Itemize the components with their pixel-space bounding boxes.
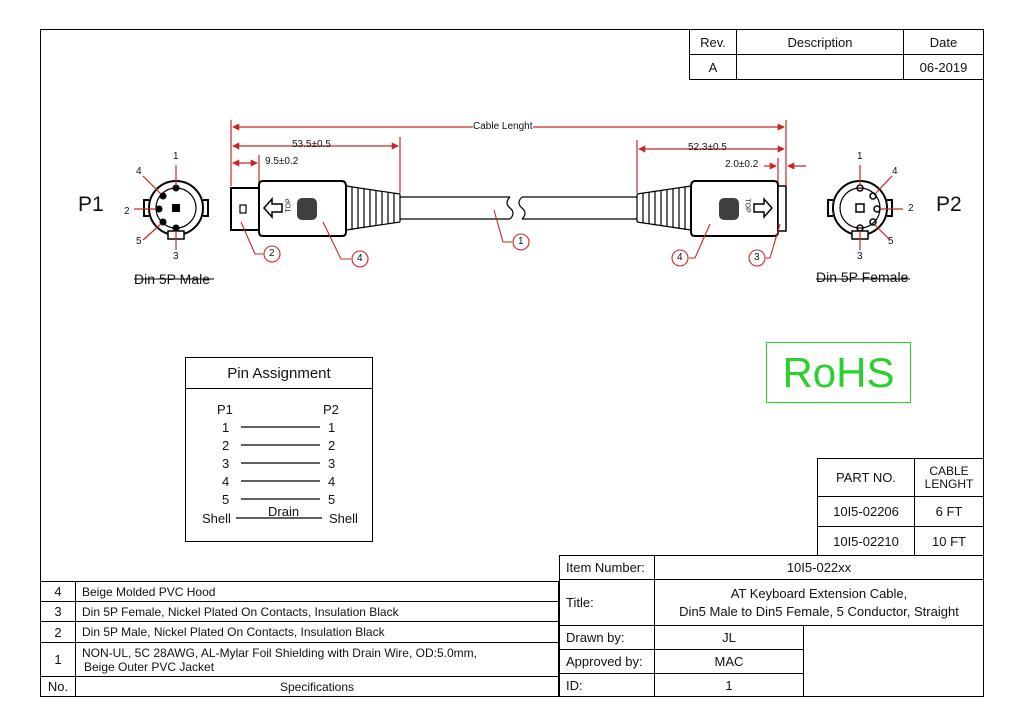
- spec-no: 2: [40, 621, 76, 643]
- drawing-frame: [40, 29, 984, 697]
- p1-pin-1-label: 1: [173, 151, 179, 162]
- right-overall-dimension: 52.3±0.5: [688, 142, 727, 153]
- spec-no: 3: [40, 601, 76, 622]
- p2-label: P2: [936, 193, 962, 216]
- p1-caption: Din 5P Male: [134, 271, 211, 287]
- shell-left: Shell: [202, 511, 231, 526]
- p1-pin-4-label: 4: [136, 166, 142, 177]
- specifications-table: 4 Beige Molded PVC Hood 3 Din 5P Female,…: [40, 581, 559, 697]
- callout-4-left: 4: [357, 253, 363, 264]
- title-block: Item Number: 10I5-022xx Title: AT Keyboa…: [559, 555, 984, 626]
- p1-pin-5-label: 5: [136, 236, 142, 247]
- part-no-header: PART NO.: [817, 458, 915, 497]
- pin-assignment-title: Pin Assignment: [186, 358, 372, 389]
- p2-pin-5-label: 5: [888, 236, 894, 247]
- drawn-by-value: JL: [654, 625, 804, 650]
- part-number-cell: 10I5-02206: [817, 496, 915, 527]
- p2-connector-face: [827, 165, 903, 250]
- right-plug: [636, 180, 787, 237]
- p1-label: P1: [78, 193, 104, 216]
- right-pin-dimension: 2.0±0.2: [725, 159, 759, 170]
- pin-row-left: 5: [222, 492, 230, 507]
- part-number-cell: 10I5-02210: [817, 526, 915, 556]
- p1-column-header: P1: [217, 402, 233, 417]
- p2-pin-4-label: 4: [892, 166, 898, 177]
- item-number-value: 10I5-022xx: [654, 555, 984, 580]
- p1-connector-face: [134, 165, 209, 250]
- pin-wires: [236, 426, 322, 519]
- pin-row-right: 1: [328, 420, 336, 435]
- id-label: ID:: [559, 673, 655, 697]
- date-value: 06-2019: [903, 54, 984, 80]
- revision-table: Rev. Description Date A 06-2019: [689, 29, 984, 80]
- spec-text: Beige Molded PVC Hood: [75, 581, 559, 602]
- p1-pin-2-label: 2: [124, 206, 130, 217]
- pin-row-right: 4: [328, 474, 336, 489]
- date-header: Date: [903, 29, 984, 55]
- cable: [400, 196, 637, 220]
- pin-row-left: 3: [222, 456, 230, 471]
- right-top-mark: TOP: [743, 198, 751, 213]
- p2-caption: Din 5P Female: [816, 269, 909, 285]
- spec-no-header: No.: [40, 676, 76, 697]
- specifications-header: Specifications: [75, 676, 559, 697]
- pin-row-right: 5: [328, 492, 336, 507]
- p2-pin-2-label: 2: [908, 203, 914, 214]
- title-line-2: Din5 Male to Din5 Female, 5 Conductor, S…: [679, 603, 959, 619]
- id-value: 1: [654, 673, 804, 697]
- p2-pin-1-label: 1: [857, 151, 863, 162]
- approved-by-value: MAC: [654, 649, 804, 674]
- length-cell: 6 FT: [914, 496, 984, 527]
- dimension-lines: [230, 120, 806, 193]
- approved-by-label: Approved by:: [559, 649, 655, 674]
- cable-length-dimension: Cable Lenght: [473, 121, 533, 132]
- pin-row-left: 4: [222, 474, 230, 489]
- rev-value: A: [689, 54, 737, 80]
- spec-text-continued: Beige Outer PVC Jacket: [84, 659, 215, 674]
- shell-right: Shell: [329, 511, 358, 526]
- left-overall-dimension: 53.5±0.5: [292, 139, 331, 150]
- part-number-table: PART NO. CABLE LENGHT 10I5-02206 6 FT 10…: [817, 458, 984, 556]
- title-label: Title:: [559, 579, 655, 626]
- pin-row-left: 1: [222, 420, 230, 435]
- p2-column-header: P2: [323, 402, 339, 417]
- spec-text: Din 5P Female, Nickel Plated On Contacts…: [75, 601, 559, 622]
- title-line-1: AT Keyboard Extension Cable,: [730, 585, 908, 601]
- item-number-label: Item Number:: [559, 555, 655, 580]
- callout-1: 1: [518, 236, 524, 247]
- spec-no: 4: [40, 581, 76, 602]
- pin-row-left: 2: [222, 438, 230, 453]
- p2-pin-3-label: 3: [857, 251, 863, 262]
- callout-4-right: 4: [677, 252, 683, 263]
- spec-no: 1: [40, 642, 76, 677]
- drain-label: Drain: [268, 504, 300, 519]
- callout-2: 2: [269, 248, 275, 259]
- left-top-mark: TOP: [285, 198, 293, 213]
- callout-leaders: [240, 209, 781, 268]
- cable-length-header: CABLE LENGHT: [914, 458, 984, 497]
- spec-text: NON-UL, 5C 28AWG, AL-Mylar Foil Shieldin…: [82, 645, 477, 660]
- rohs-badge: RoHS: [766, 342, 911, 403]
- left-pin-dimension: 9.5±0.2: [265, 156, 299, 167]
- spec-text: Din 5P Male, Nickel Plated On Contacts, …: [75, 621, 559, 643]
- approval-block: Drawn by: JL Approved by: MAC ID: 1: [559, 625, 804, 697]
- description-header: Description: [736, 29, 904, 55]
- length-cell: 10 FT: [914, 526, 984, 556]
- blank-cell: [804, 625, 984, 697]
- pin-assignment-box: Pin Assignment P1 P2 1 1 2 2 3 3 4 4 5 5…: [185, 357, 373, 542]
- pin-row-right: 3: [328, 456, 336, 471]
- p1-pin-3-label: 3: [173, 251, 179, 262]
- drawn-by-label: Drawn by:: [559, 625, 655, 650]
- callout-3: 3: [754, 252, 760, 263]
- pin-row-right: 2: [328, 438, 336, 453]
- left-plug: [230, 180, 401, 237]
